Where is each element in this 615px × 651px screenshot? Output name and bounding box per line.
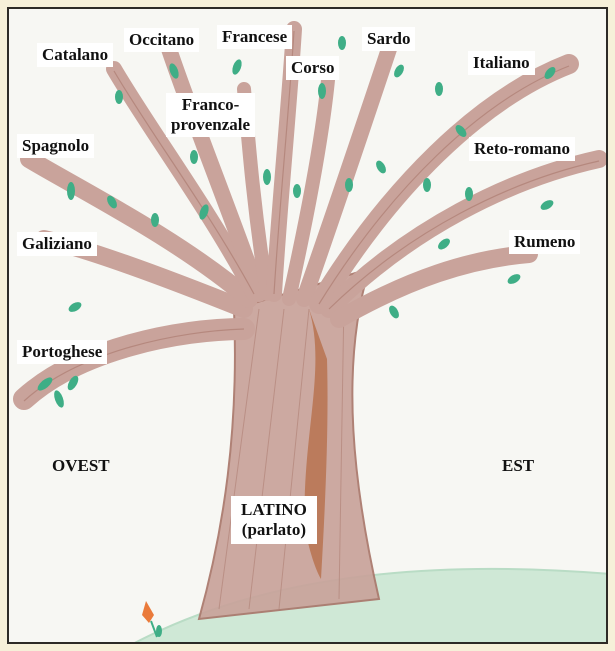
label-latino-line1: LATINO <box>241 500 307 520</box>
drawing-paper: Catalano Occitano Francese Corso Sardo I… <box>7 7 608 644</box>
label-galiziano: Galiziano <box>17 232 97 256</box>
label-francese: Francese <box>217 25 292 49</box>
direction-west: OVEST <box>52 456 110 476</box>
flower <box>142 601 154 623</box>
tree-drawing <box>9 9 608 644</box>
label-franco-provenzale: Franco- provenzale <box>166 93 255 137</box>
label-spagnolo: Spagnolo <box>17 134 94 158</box>
label-latino-line2: (parlato) <box>241 520 307 540</box>
label-catalano: Catalano <box>37 43 113 67</box>
label-franco-provenzale-line1: Franco- <box>171 95 250 115</box>
direction-east: EST <box>502 456 534 476</box>
label-rumeno: Rumeno <box>509 230 580 254</box>
label-sardo: Sardo <box>362 27 415 51</box>
label-italiano: Italiano <box>468 51 535 75</box>
label-portoghese: Portoghese <box>17 340 107 364</box>
label-occitano: Occitano <box>124 28 199 52</box>
label-latino-root: LATINO (parlato) <box>231 496 317 544</box>
label-reto-romano: Reto-romano <box>469 137 575 161</box>
label-franco-provenzale-line2: provenzale <box>171 115 250 135</box>
label-corso: Corso <box>286 56 339 80</box>
